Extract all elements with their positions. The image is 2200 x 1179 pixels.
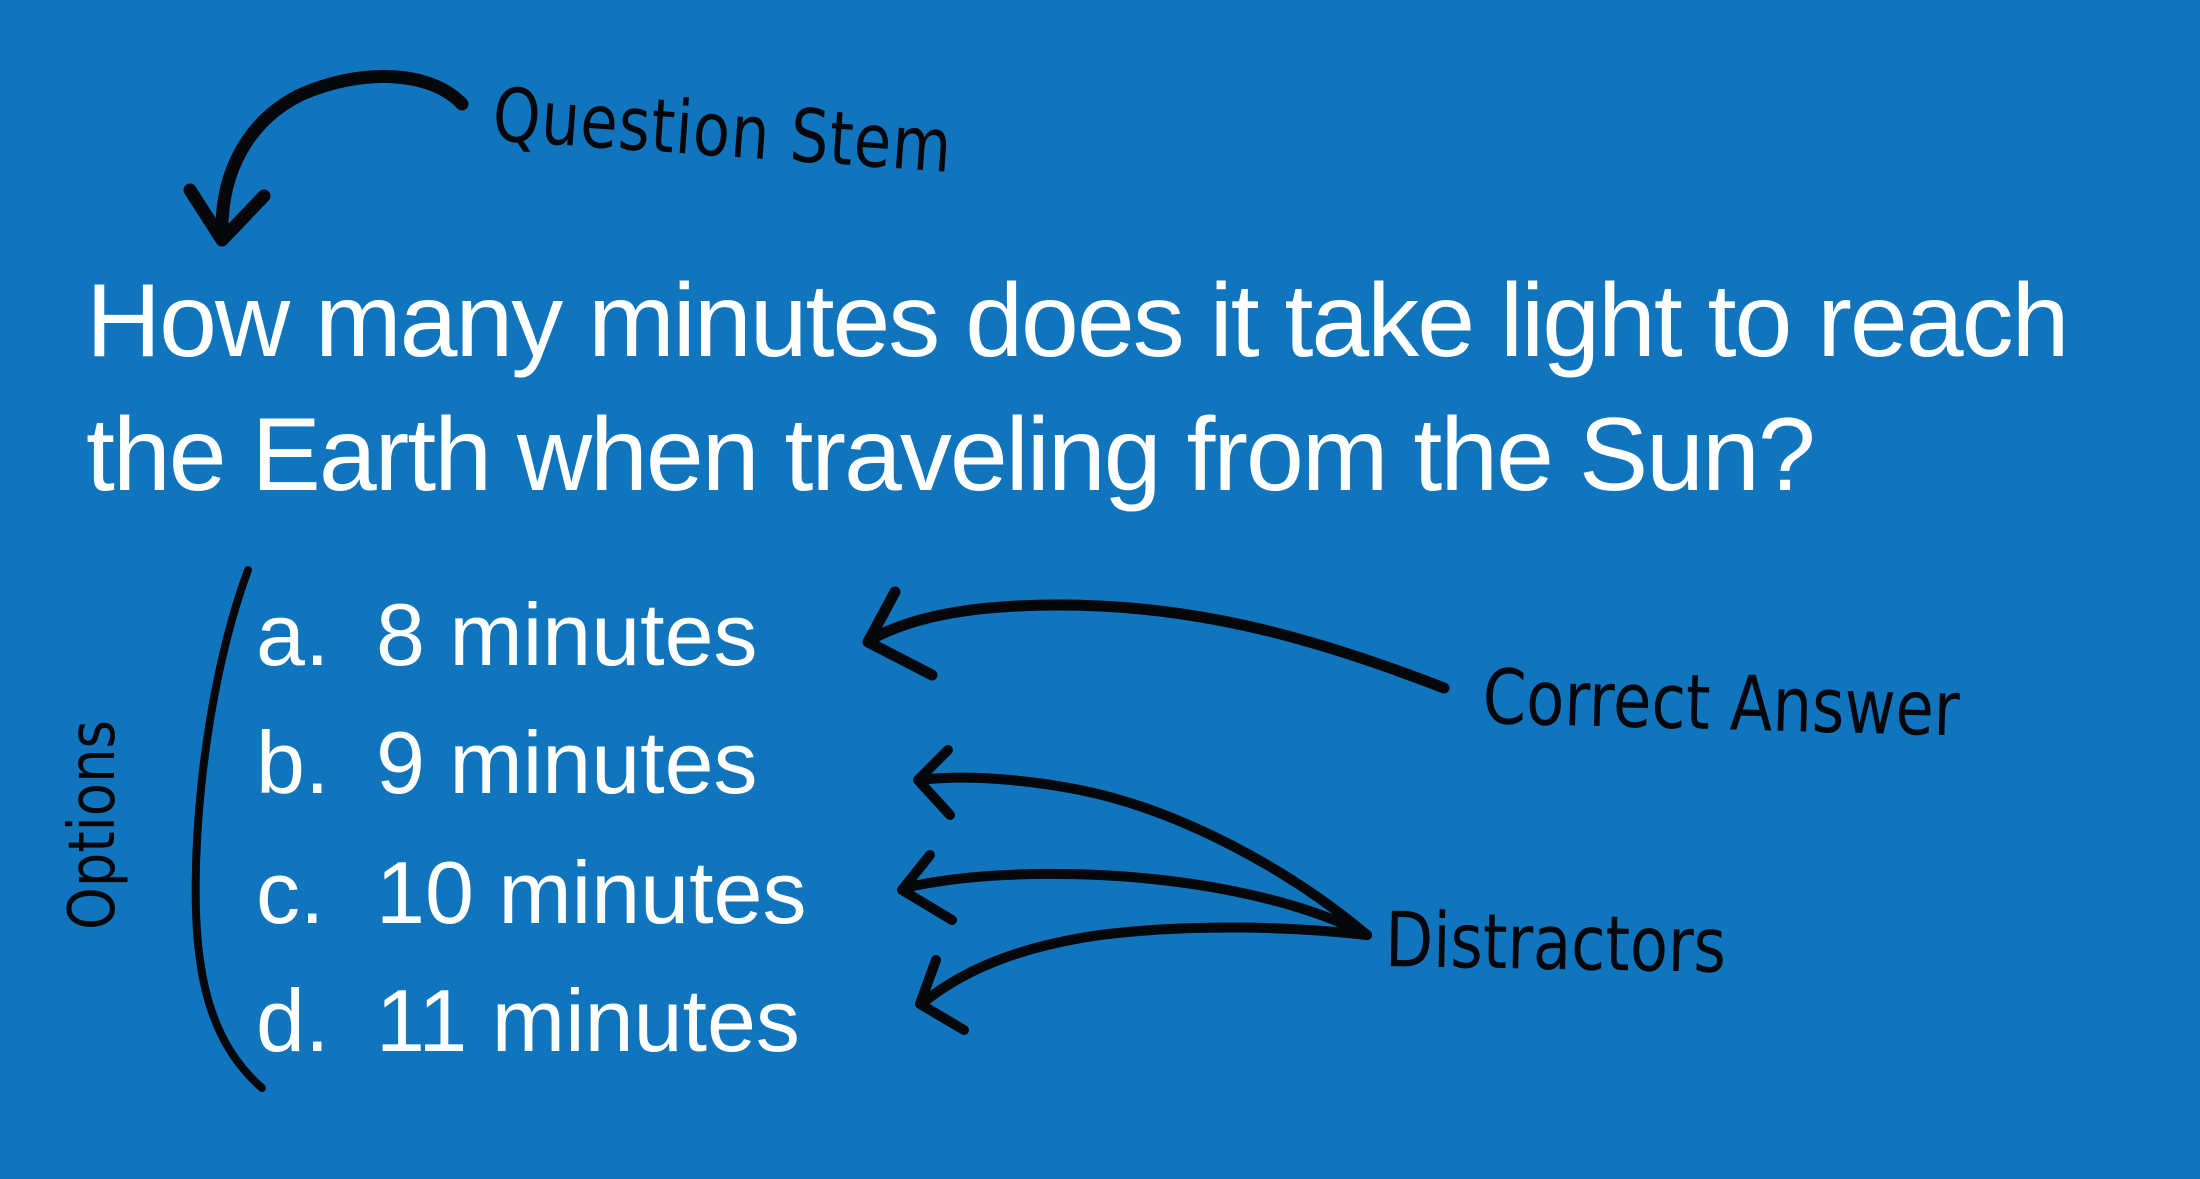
option-letter: a. <box>256 585 330 684</box>
correct-answer-arrow-icon <box>862 586 1450 694</box>
question-stem-label: Question Stem <box>490 72 955 190</box>
options-label: Options <box>56 720 130 930</box>
correct-answer-label: Correct Answer <box>1481 652 1961 754</box>
option-a: a. 8 minutes <box>256 585 758 685</box>
option-text: 10 minutes <box>376 843 807 942</box>
distractors-label: Distractors <box>1384 895 1727 990</box>
option-text: 9 minutes <box>376 713 758 812</box>
distractor-arrows-icon <box>897 745 1372 1035</box>
stem-arrow-icon <box>183 70 469 247</box>
option-b: b. 9 minutes <box>256 713 758 813</box>
option-letter: b. <box>256 713 330 812</box>
option-text: 11 minutes <box>376 971 800 1070</box>
question-line-2: the Earth when traveling from the Sun? <box>86 397 1816 513</box>
option-letter: d. <box>256 971 330 1070</box>
option-d: d. 11 minutes <box>256 971 800 1071</box>
options-bracket-icon <box>191 566 266 1092</box>
option-c: c. 10 minutes <box>256 843 806 943</box>
option-text: 8 minutes <box>376 585 758 684</box>
question-stem: How many minutes does it take light to r… <box>86 254 2186 522</box>
option-letter: c. <box>256 843 325 942</box>
question-line-1: How many minutes does it take light to r… <box>86 263 2069 379</box>
